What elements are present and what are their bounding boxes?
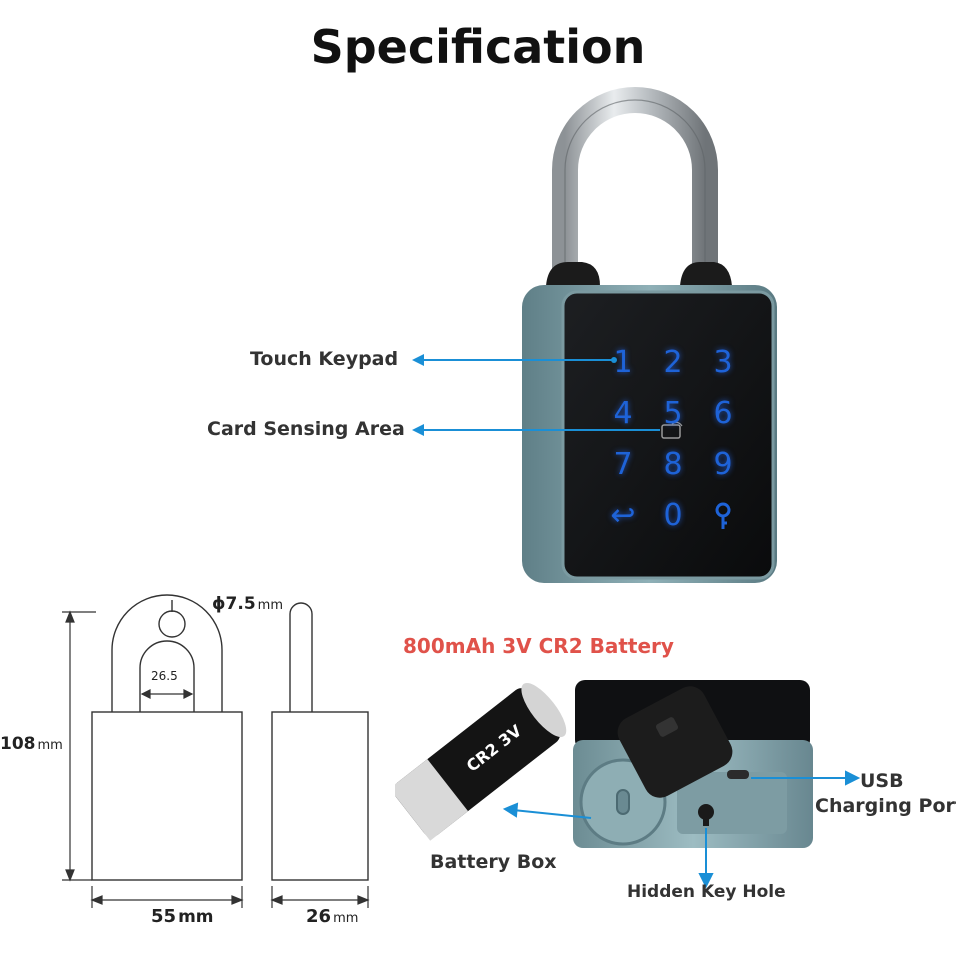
key-cover-cap	[617, 686, 733, 798]
inner-width-label: 26.5	[151, 669, 178, 683]
keypad-key[interactable]: 3	[713, 345, 733, 380]
touch-keypad-arrow	[412, 354, 617, 366]
height-dim	[62, 610, 96, 882]
keypad-key[interactable]: 9	[713, 447, 733, 482]
keypad-key[interactable]: 1	[613, 345, 633, 380]
usb-arrow	[751, 770, 861, 786]
usb-label-line2: Charging Port	[815, 795, 956, 817]
hidden-key-hole-label: Hidden Key Hole	[627, 882, 786, 902]
keypad-key[interactable]: 0	[663, 498, 683, 533]
dimension-drawing	[62, 594, 370, 908]
keypad-key[interactable]: 7	[613, 447, 633, 482]
key-icon[interactable]	[698, 490, 748, 541]
side-view-outline	[271, 602, 369, 881]
front-shackle-outline	[111, 594, 223, 712]
hidden-key-hole	[698, 804, 714, 826]
cr2-battery: CR2 3V	[395, 682, 567, 841]
battery-illustration: CR2 3V	[395, 680, 861, 889]
battery-box-arrow	[502, 802, 592, 819]
card-sensing-area-label: Card Sensing Area	[207, 418, 405, 440]
shackle	[546, 87, 732, 286]
key-hole-arrow	[698, 828, 714, 889]
keypad-key[interactable]: 4	[613, 396, 633, 431]
page-title: Specification	[310, 20, 646, 74]
width-dim	[90, 886, 244, 908]
depth-dim	[270, 886, 370, 908]
touch-keypad-label: Touch Keypad	[250, 348, 399, 370]
keypad-key[interactable]: 6	[713, 396, 733, 431]
card-sensing-arrow	[412, 424, 660, 436]
card-sensing-icon	[661, 421, 683, 439]
front-body-outline	[91, 711, 243, 881]
inner-width-dim	[140, 689, 194, 699]
battery-box-label: Battery Box	[430, 851, 557, 873]
keypad-key[interactable]: ↩	[610, 498, 636, 533]
keypad-key[interactable]: 2	[663, 345, 683, 380]
keypad-key[interactable]: 8	[663, 447, 683, 482]
lock-bottom-block	[573, 680, 813, 848]
usb-port	[727, 770, 749, 779]
usb-label-line1: USB	[860, 770, 904, 792]
battery-title: 800mAh 3V CR2 Battery	[403, 634, 674, 658]
keypad-key[interactable]: 5	[663, 396, 683, 431]
